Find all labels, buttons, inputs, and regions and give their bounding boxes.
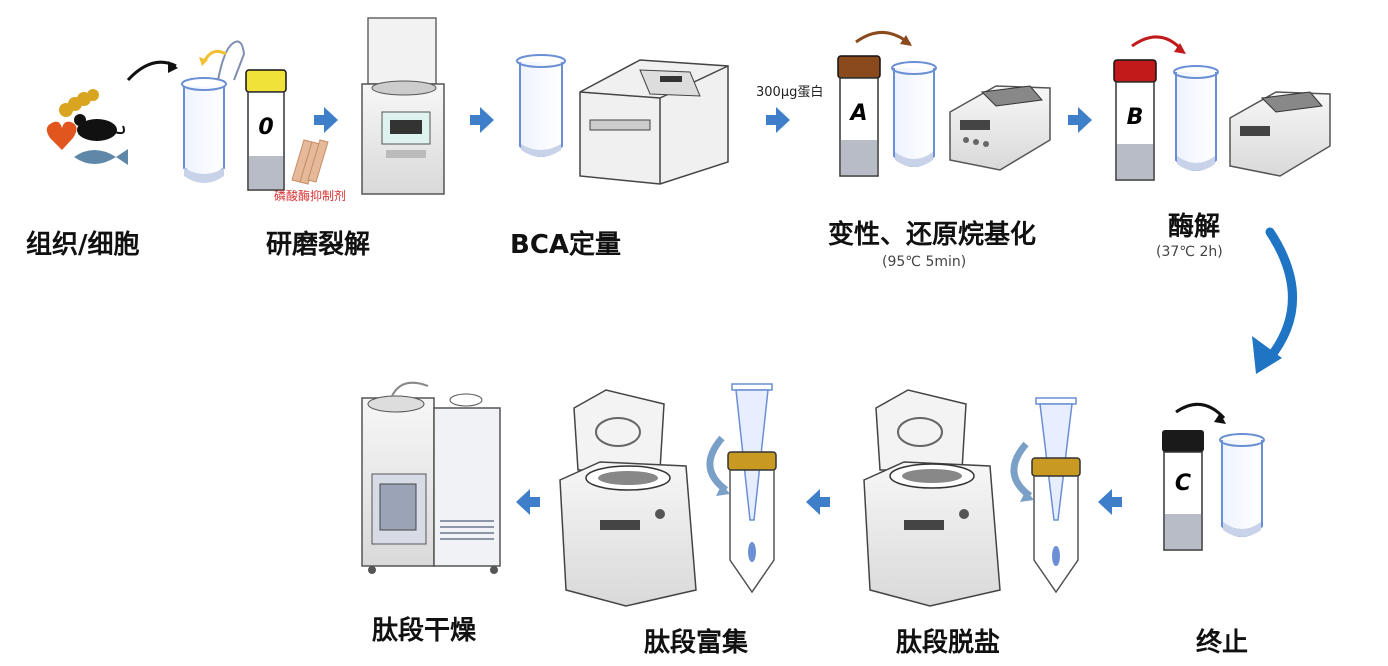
- flow-arrow-2: [470, 107, 494, 133]
- step-label-dry: 肽段干燥: [372, 616, 477, 646]
- step-label-desalt: 肽段脱盐: [896, 628, 1001, 658]
- organisms-icon: [46, 89, 128, 165]
- centrifuge-2-icon: [559, 389, 697, 607]
- step-label-enrich: 肽段富集: [644, 628, 749, 658]
- vacuum-concentrator-icon: [361, 381, 501, 574]
- step-label-digest: 酶解: [1168, 212, 1221, 242]
- tube-a-letter: A: [848, 101, 867, 126]
- tube-b-letter: B: [1127, 105, 1144, 130]
- grinder-machine-icon: [361, 17, 445, 195]
- inhibitor-label: 磷酸酶抑制剂: [274, 188, 346, 203]
- tube-c-letter: C: [1175, 471, 1191, 496]
- flow-arrow-3: [766, 107, 790, 133]
- plate-reader-icon: [579, 59, 729, 185]
- step-condition-digest: (37℃ 2h): [1156, 244, 1223, 260]
- big-turn-arrow: [1263, 227, 1297, 365]
- tube-0-letter: 0: [258, 115, 273, 140]
- transfer-arrow-b-icon: [1131, 35, 1184, 52]
- enrich-spin-tip-icon: [706, 383, 777, 594]
- step-label-grind-lysis: 研磨裂解: [266, 230, 371, 260]
- step-label-denature: 变性、还原烷基化: [828, 220, 1037, 250]
- flow-arrow-1: [314, 107, 338, 133]
- bca-tube-icon: [516, 54, 566, 157]
- protein-amount-label: 300μg蛋白: [756, 84, 823, 100]
- step-condition-denature: (95℃ 5min): [882, 254, 967, 270]
- step-label-stop: 终止: [1196, 628, 1249, 658]
- centrifuge-1-icon: [863, 389, 1001, 607]
- flow-arrow-6: [806, 489, 830, 515]
- thermomixer-2-icon: [1229, 91, 1331, 177]
- tube-c-icon: C: [1162, 430, 1204, 551]
- inhibitor-tablets-icon: [291, 139, 329, 185]
- empty-tube-c-icon: [1219, 433, 1265, 537]
- thermomixer-icon: [949, 85, 1051, 171]
- step-label-bca: BCA定量: [510, 230, 622, 260]
- flow-arrow-7: [516, 489, 540, 515]
- tube-a-icon: A: [837, 55, 881, 177]
- open-tube-icon: [181, 40, 246, 183]
- tube-0-icon: 0: [245, 69, 287, 191]
- desalt-spin-tip-icon: [1010, 397, 1081, 594]
- empty-tube-b-icon: [1173, 65, 1219, 171]
- transfer-arrow-c-icon: [1175, 402, 1226, 420]
- tube-b-icon: B: [1113, 59, 1157, 181]
- step-label-tissue: 组织/细胞: [26, 230, 140, 260]
- flow-arrow-4: [1068, 107, 1092, 133]
- flow-arrow-5: [1098, 489, 1122, 515]
- empty-tube-a-icon: [891, 61, 937, 167]
